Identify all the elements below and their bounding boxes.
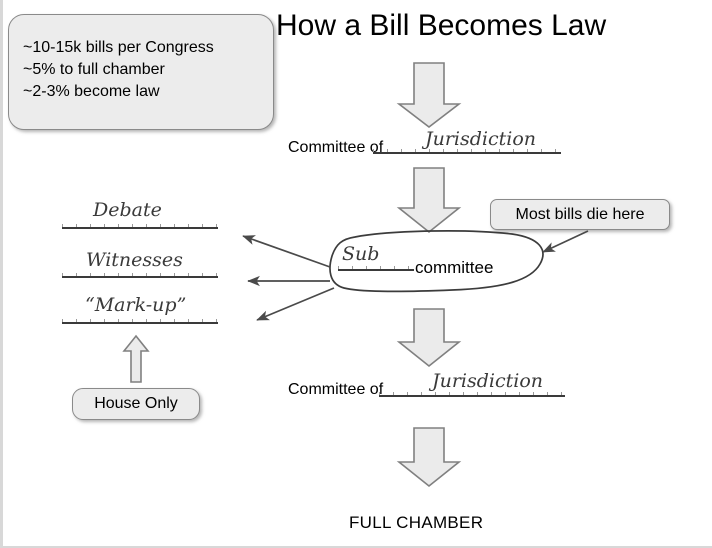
jurisdiction-blank-line-top [373,149,561,154]
activity-line-debate [62,224,218,229]
slide-left-edge [0,0,3,548]
statistic-line-3: ~2-3% become law [23,83,160,100]
connector-arrow-most-bills-die [542,230,589,253]
full-chamber-label: FULL CHAMBER [349,513,484,532]
committee-of-label-top: Committee of [288,139,384,156]
activity-line-witnesses [62,273,218,278]
block-arrow-down-4 [396,427,462,488]
activity-label-witnesses: Witnesses [86,249,183,271]
connector-arrow-to-markup [256,287,335,321]
block-arrow-down-2 [396,167,462,234]
activity-label-markup: “Mark-up” [85,294,187,316]
activity-line-markup [62,319,218,324]
page-title: How a Bill Becomes Law [276,9,607,42]
statistic-line-2: ~5% to full chamber [23,61,165,78]
committee-word-label: committee [415,258,494,277]
most-bills-die-here-callout: Most bills die here [490,199,670,230]
jurisdiction-handwritten-top: Jurisdiction [425,128,537,150]
jurisdiction-handwritten-bottom: Jurisdiction [432,370,544,392]
slide-bottom-edge [0,546,712,548]
jurisdiction-blank-line-bottom [379,392,565,397]
bill-statistics-box: ~10-15k bills per Congress ~5% to full c… [8,14,274,130]
house-only-callout: House Only [72,388,200,420]
connector-arrow-to-debate [242,235,331,268]
activity-label-debate: Debate [93,199,162,221]
most-bills-die-here-label: Most bills die here [515,205,645,223]
committee-of-label-bottom: Committee of [288,381,384,398]
sub-blank-line [338,266,414,271]
sub-handwritten-label: Sub [342,243,380,265]
statistic-line-1: ~10-15k bills per Congress [23,39,214,56]
block-arrow-up-house-only [122,334,150,383]
block-arrow-down-1 [396,62,462,129]
house-only-label: House Only [94,395,178,412]
block-arrow-down-3 [396,308,462,368]
